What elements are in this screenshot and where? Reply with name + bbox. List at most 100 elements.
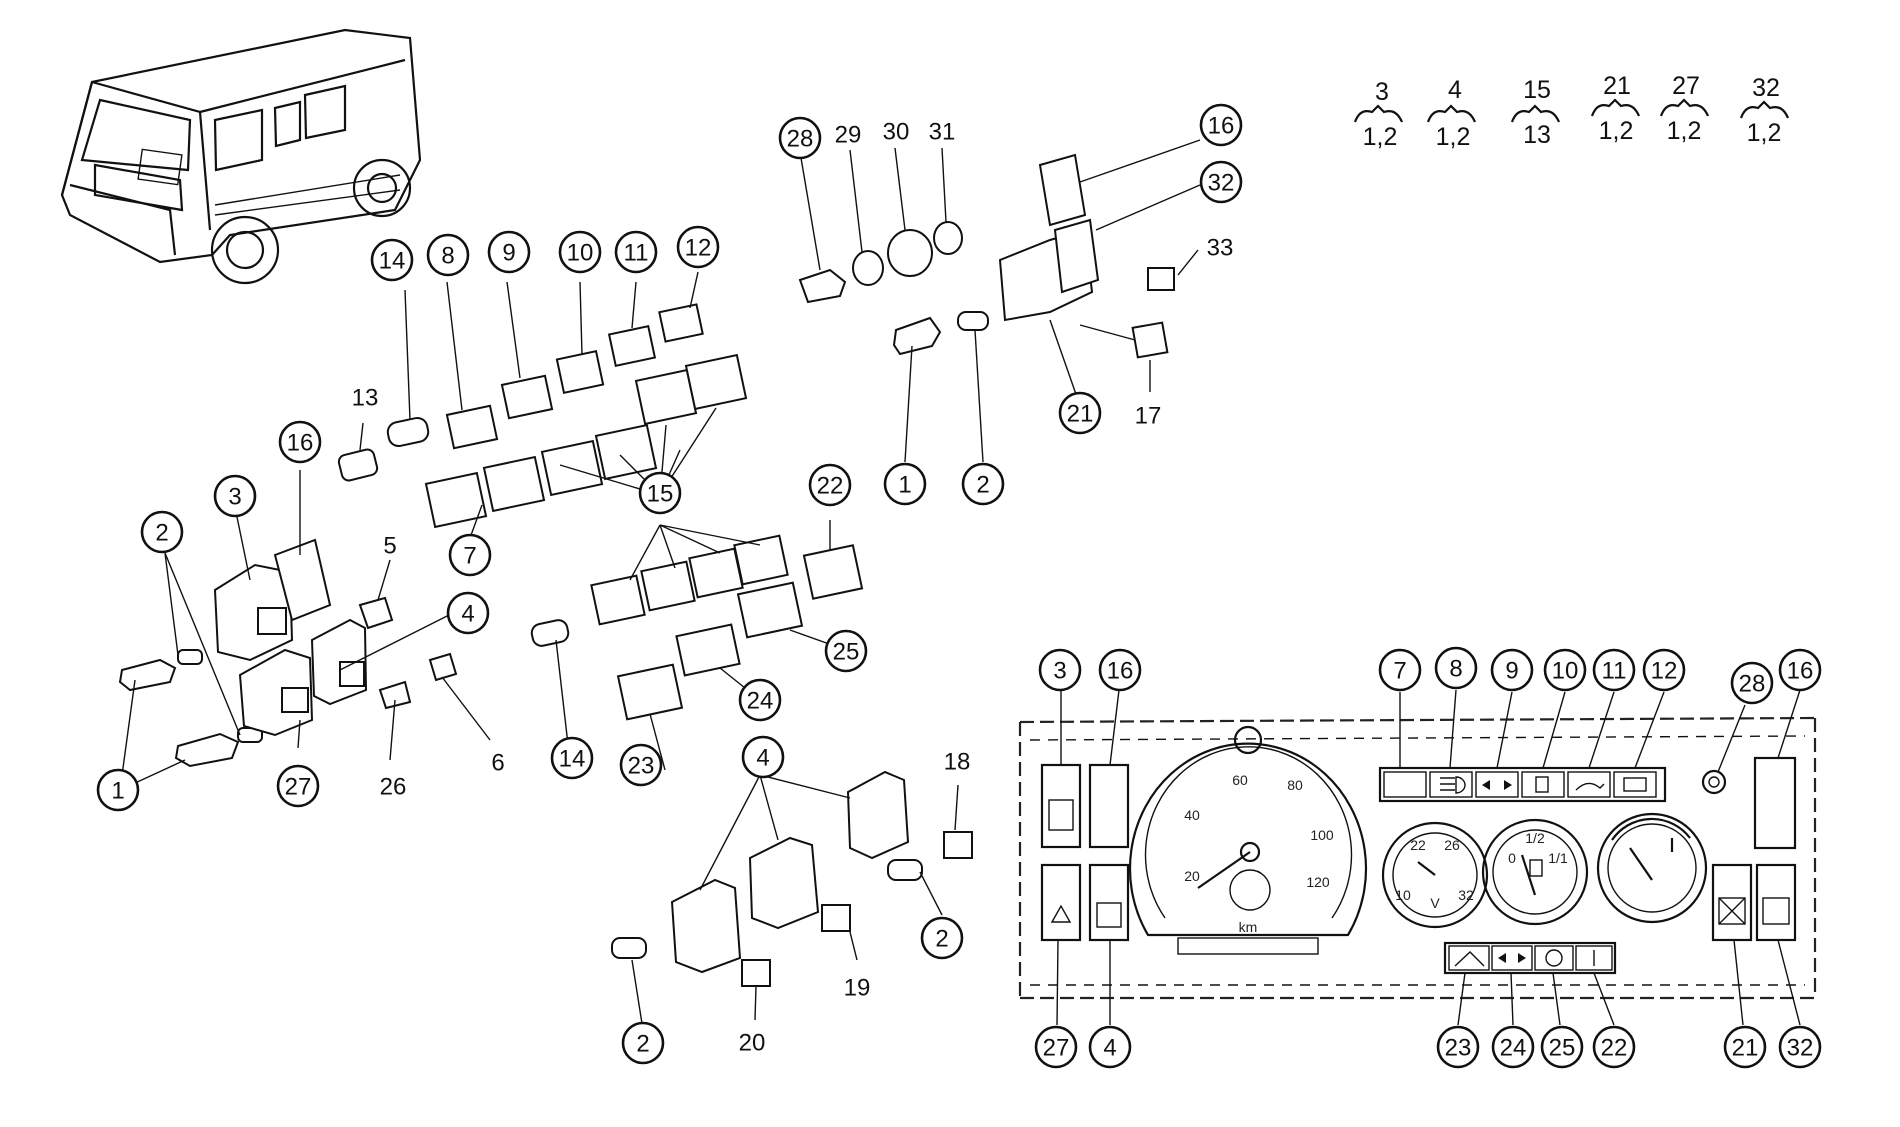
- svg-text:4: 4: [756, 745, 769, 772]
- callout-2-top: 2: [961, 462, 1005, 506]
- svg-text:2: 2: [155, 520, 168, 547]
- symbol-plate-17: [1131, 321, 1169, 359]
- lens-high-beam-part: [445, 404, 499, 450]
- speedometer: 20 40 60 80 100 120 km: [1128, 725, 1368, 955]
- switch-housing-part: [213, 563, 294, 662]
- battery-icon: [1613, 771, 1657, 798]
- svg-text:11: 11: [624, 240, 649, 267]
- symbol-plate-part: [358, 596, 394, 630]
- fraction-15: 15 13: [1510, 76, 1561, 149]
- speedo-tick-label: 120: [1306, 874, 1330, 890]
- svg-text:2: 2: [976, 472, 989, 499]
- panel-knob-28: [1701, 769, 1727, 795]
- fraction-top: 15: [1523, 76, 1551, 104]
- svg-text:8: 8: [441, 243, 454, 270]
- svg-text:10: 10: [567, 240, 594, 267]
- label-33: 33: [1207, 235, 1234, 262]
- exploded-parts-left: [118, 303, 864, 768]
- callout-27: 27: [276, 764, 320, 808]
- svg-text:22: 22: [817, 473, 844, 500]
- callout-28: 28: [778, 116, 822, 160]
- label-13: 13: [352, 385, 379, 412]
- svg-text:15: 15: [647, 481, 674, 508]
- callout-1-top: 1: [883, 462, 927, 506]
- panel-callout-28: 28: [1730, 661, 1774, 705]
- svg-text:1: 1: [111, 778, 124, 805]
- callout-9: 9: [487, 230, 531, 274]
- fuel-tick-label: 0: [1508, 850, 1516, 866]
- switch-housing-part: [238, 648, 314, 737]
- fraction-top: 21: [1603, 72, 1631, 100]
- svg-text:10: 10: [1552, 658, 1579, 685]
- switch-part: [1053, 218, 1100, 294]
- voltmeter-unit-label: V: [1430, 895, 1440, 911]
- odometer: [1177, 937, 1319, 955]
- callout-15: 15: [638, 471, 682, 515]
- plate-22-part: [802, 544, 864, 600]
- panel-callout-12: 12: [1642, 648, 1686, 692]
- panel-callout-23: 23: [1436, 1025, 1480, 1069]
- svg-text:9: 9: [502, 240, 515, 267]
- symbol-plate-33: [1147, 267, 1175, 291]
- coolant-level-icon: [1575, 945, 1613, 971]
- part-31-shape: [933, 221, 963, 255]
- lens-strip-part: [590, 534, 789, 626]
- lens-part: [273, 538, 332, 622]
- callout-4: 4: [446, 591, 490, 635]
- fraction-4: 4 1,2: [1426, 76, 1477, 151]
- svg-text:12: 12: [685, 235, 712, 262]
- bulb-holder-part: [892, 316, 942, 356]
- panel-callout-11: 11: [1592, 648, 1636, 692]
- voltmeter-tick-label: 22: [1410, 837, 1426, 853]
- high-beam-icon: [1429, 771, 1473, 798]
- plate-25-part: [736, 581, 804, 639]
- panel-switch-27: [1040, 863, 1082, 942]
- plate-23-part: [616, 663, 684, 721]
- panel-callout-27: 27: [1034, 1025, 1078, 1069]
- panel-callout-16: 16: [1098, 648, 1142, 692]
- fraction-32: 32 1,2: [1739, 74, 1790, 147]
- svg-text:28: 28: [787, 126, 814, 153]
- callout-22: 22: [808, 463, 852, 507]
- svg-text:11: 11: [1602, 658, 1627, 685]
- svg-text:8: 8: [1449, 656, 1462, 683]
- bulb-part: [957, 311, 989, 331]
- svg-text:28: 28: [1739, 671, 1766, 698]
- panel-switch-4: [1088, 863, 1130, 942]
- label-31: 31: [929, 119, 956, 146]
- panel-callout-24: 24: [1491, 1025, 1535, 1069]
- voltmeter-gauge: 10 22 26 32 V: [1381, 821, 1489, 929]
- vehicle-illustration: [60, 28, 422, 285]
- fraction-bottom: 1,2: [1363, 123, 1398, 151]
- svg-text:24: 24: [747, 688, 774, 715]
- callout-23: 23: [619, 743, 663, 787]
- svg-text:21: 21: [1732, 1035, 1759, 1062]
- bulb-part: [177, 649, 203, 665]
- svg-text:3: 3: [228, 484, 241, 511]
- callout-labels: 1 2 3 16 5 4 6 26 27 13 14 8 9 10 11 12 …: [96, 103, 1822, 1069]
- plate-24-part: [675, 623, 741, 677]
- svg-text:25: 25: [833, 639, 860, 666]
- svg-text:14: 14: [559, 746, 586, 773]
- svg-text:16: 16: [1107, 658, 1134, 685]
- speedo-tick-label: 40: [1184, 807, 1200, 823]
- label-5: 5: [383, 533, 396, 560]
- symbol-plate-part: [378, 680, 412, 710]
- svg-text:23: 23: [628, 753, 655, 780]
- fraction-bottom: 1,2: [1599, 117, 1634, 145]
- callout-24: 24: [738, 678, 782, 722]
- parking-brake-icon: [1534, 945, 1574, 971]
- panel-switch-16: [1088, 763, 1130, 849]
- svg-text:24: 24: [1500, 1035, 1527, 1062]
- panel-callout-25: 25: [1540, 1025, 1584, 1069]
- fraction-3: 3 1,2: [1353, 78, 1404, 151]
- lens-indicator-part: [500, 374, 554, 420]
- callout-14-lower: 14: [550, 736, 594, 780]
- fuel-gauge: 0 1/2 1/1: [1481, 818, 1589, 926]
- callout-4-bottom: 4: [741, 735, 785, 779]
- speedo-tick-label: 80: [1287, 777, 1303, 793]
- fraction-top: 3: [1375, 78, 1389, 106]
- turn-signal-icon: [1475, 771, 1519, 798]
- svg-text:7: 7: [1393, 658, 1406, 685]
- callout-25: 25: [824, 629, 868, 673]
